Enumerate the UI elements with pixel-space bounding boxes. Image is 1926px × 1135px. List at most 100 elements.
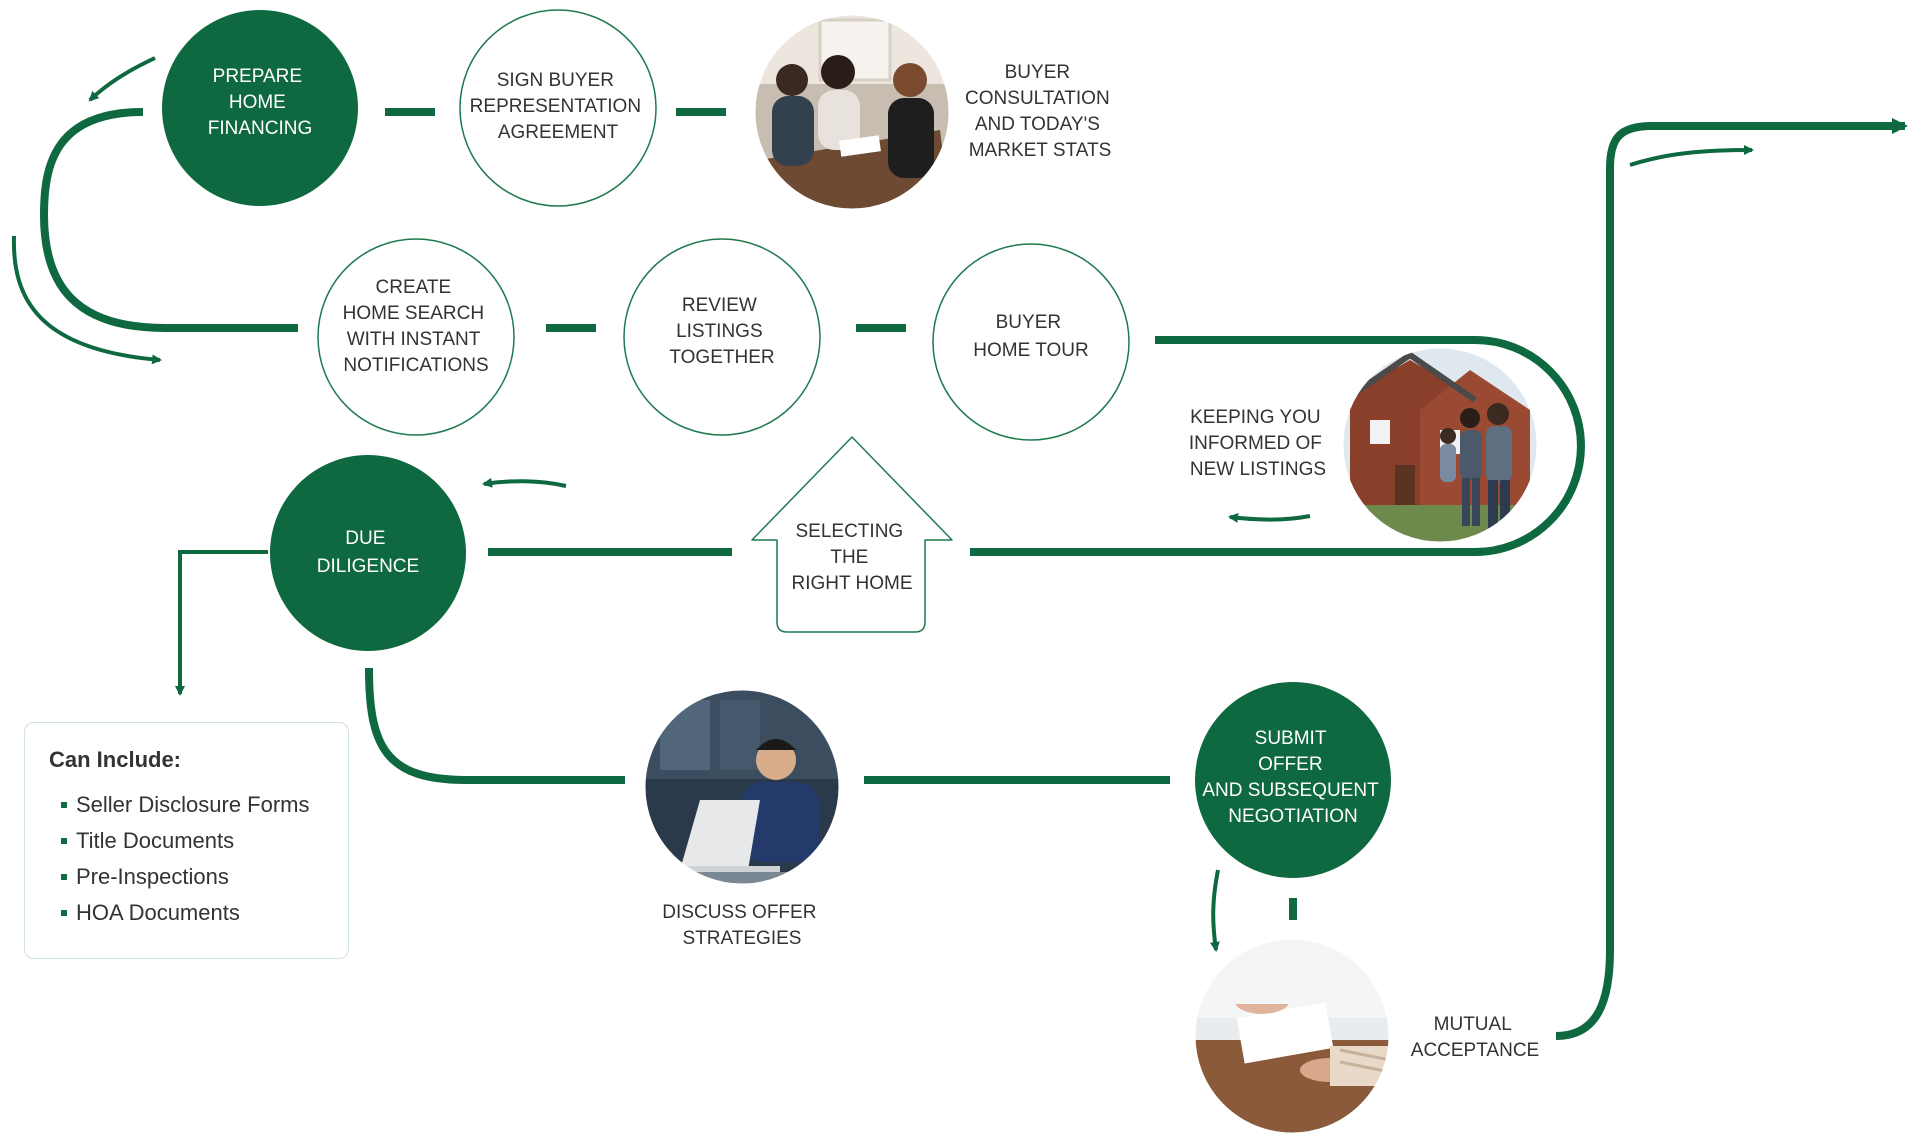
step-label-line: REVIEW — [682, 295, 757, 316]
step-label-line: LISTINGS — [676, 321, 763, 342]
caption-line: NEW LISTINGS — [1190, 459, 1326, 480]
caption-line: BUYER — [1005, 62, 1070, 83]
step-label-line: SIGN BUYER — [497, 70, 614, 91]
step-circle-filled — [162, 10, 358, 206]
svg-text:KEEPING YOU INFORMED OF: KEEPING YOU INFORMED OF NEW LISTINGS — [1189, 407, 1327, 480]
step-label-line: DUE — [345, 528, 385, 549]
people-at-table-photo — [752, 12, 952, 212]
step-label-line: SELECTING — [796, 521, 904, 542]
house-arrow-shape — [751, 436, 953, 633]
connector-tour-loop — [970, 336, 1585, 556]
list-item-label: Pre-Inspections — [76, 864, 229, 889]
step-buyer-home-tour: BUYER HOME TOUR — [932, 243, 1130, 441]
arrow-to-include-box — [175, 550, 268, 696]
step-label-line: REPRESENTATION — [470, 96, 641, 117]
caption-line: INFORMED OF — [1189, 433, 1322, 454]
caption-line: DISCUSS OFFER — [662, 902, 816, 923]
flow-lines — [39, 108, 1908, 1040]
caption-keeping-informed: KEEPING YOU INFORMED OF NEW LISTINGS — [1189, 407, 1327, 480]
step-label-line: PREPARE — [213, 66, 302, 87]
step-label-line: THE — [830, 547, 868, 568]
step-submit-offer: SUBMIT OFFER AND SUBSEQUENT NEGOTIATION — [1195, 682, 1391, 878]
step-label-line: AGREEMENT — [498, 122, 619, 143]
direction-arrows — [11, 56, 1754, 952]
svg-text:DISCUSS OFFER STRATEGIES: DISCUSS OFFER STRATEGIES — [662, 902, 821, 949]
caption-line: MUTUAL — [1434, 1014, 1512, 1035]
can-include-title: Can Include: — [49, 747, 182, 772]
svg-text:SIGN BUYER REPRESENTATIO: SIGN BUYER REPRESENTATION AGREEMENT — [470, 70, 647, 143]
square-bullet-icon — [61, 874, 67, 880]
arrow-right-top — [1629, 145, 1754, 167]
step-label-line: BUYER — [996, 312, 1061, 333]
arrow-submit-down — [1209, 869, 1220, 952]
list-item-label: HOA Documents — [76, 900, 240, 925]
step-circle-outline — [459, 9, 657, 207]
caption-buyer-consultation: BUYER CONSULTATION AND TODAY'S MARKET ST… — [965, 62, 1115, 161]
arrow-curve-left-top — [88, 56, 156, 102]
step-label-line: TOGETHER — [669, 347, 774, 368]
caption-line: AND TODAY'S — [975, 114, 1100, 135]
arrow-due-back — [482, 477, 567, 488]
step-label-line: DILIGENCE — [317, 556, 419, 577]
caption-discuss-offer: DISCUSS OFFER STRATEGIES — [662, 902, 821, 949]
svg-text:REVIEW LISTINGS TO: REVIEW LISTINGS TOGETHER — [669, 295, 774, 368]
caption-line: STRATEGIES — [683, 928, 802, 949]
square-bullet-icon — [61, 802, 67, 808]
svg-text:CREATE HOME SEARCH: CREATE HOME SEARCH WITH INSTANT NOTIFICA… — [343, 277, 490, 376]
step-prepare-financing: PREPARE HOME FINANCING — [162, 10, 358, 206]
connector-due-to-offer — [365, 667, 625, 784]
handshake-at-desk-photo — [1192, 936, 1392, 1135]
step-label-line: RIGHT HOME — [791, 573, 912, 594]
step-sign-representation: SIGN BUYER REPRESENTATION AGREEMENT — [459, 9, 657, 207]
step-review-listings: REVIEW LISTINGS TOGETHER — [623, 238, 821, 436]
step-label-line: CREATE — [376, 277, 452, 298]
step-label-line: HOME SEARCH — [343, 303, 484, 324]
svg-text:BUYER CONSULTATION: BUYER CONSULTATION AND TODAY'S MARKET ST… — [965, 62, 1115, 161]
step-circle-filled — [1195, 682, 1391, 878]
caption-line: KEEPING YOU — [1190, 407, 1321, 428]
can-include-box: Can Include: Seller Disclosure Forms Tit… — [24, 722, 349, 959]
step-circle-outline — [317, 238, 515, 436]
couple-in-front-of-house-photo — [1340, 345, 1540, 545]
caption-line: ACCEPTANCE — [1411, 1040, 1539, 1061]
step-create-home-search: CREATE HOME SEARCH WITH INSTANT NOTIFICA… — [317, 238, 515, 436]
arrow-house-back — [1228, 512, 1311, 523]
caption-line: MARKET STATS — [969, 140, 1112, 161]
svg-text:DUE DILIGENCE: DUE DILIGENCE — [317, 528, 419, 577]
can-include-list: Seller Disclosure Forms Title Documents … — [49, 787, 328, 931]
svg-text:SELECTING THE RIGH: SELECTING THE RIGHT HOME — [791, 521, 912, 594]
square-bullet-icon — [61, 910, 67, 916]
step-label-line: NOTIFICATIONS — [343, 355, 488, 376]
list-item-label: Title Documents — [76, 828, 235, 853]
caption-line: CONSULTATION — [965, 88, 1110, 109]
list-item-label: Seller Disclosure Forms — [76, 792, 310, 817]
step-selecting-right-home: SELECTING THE RIGHT HOME — [751, 436, 953, 633]
svg-text:PREPARE HOME FINAN: PREPARE HOME FINANCING — [208, 66, 313, 139]
square-bullet-icon — [61, 838, 67, 844]
list-item: HOA Documents — [49, 895, 328, 931]
step-label-line: FINANCING — [208, 118, 313, 139]
step-label-line: AND SUBSEQUENT — [1202, 780, 1379, 801]
step-due-diligence: DUE DILIGENCE — [270, 455, 466, 651]
step-label-line: NEGOTIATION — [1228, 806, 1357, 827]
svg-text:SUBMIT OFFER AND S: SUBMIT OFFER AND SUBSEQUENT NEGOTIATION — [1202, 728, 1383, 827]
list-item: Pre-Inspections — [49, 859, 328, 895]
step-label-line: WITH INSTANT — [347, 329, 481, 350]
step-label-line: HOME — [229, 92, 286, 113]
arrow-curve-left-lower — [11, 235, 162, 365]
list-item: Seller Disclosure Forms — [49, 787, 328, 823]
step-label-line: OFFER — [1258, 754, 1322, 775]
svg-text:BUYER HOME TOUR: BUYER HOME TOUR — [973, 312, 1088, 361]
connector-acceptance-up — [1555, 118, 1908, 1040]
step-label-line: SUBMIT — [1255, 728, 1327, 749]
svg-text:MUTUAL ACCEPTANCE: MUTUAL ACCEPTANCE — [1411, 1014, 1539, 1061]
caption-mutual-acceptance: MUTUAL ACCEPTANCE — [1411, 1014, 1539, 1061]
step-circle-outline — [623, 238, 821, 436]
list-item: Title Documents — [49, 823, 328, 859]
man-at-laptop-photo — [642, 687, 842, 887]
step-circle-filled — [270, 455, 466, 651]
step-label-line: HOME TOUR — [973, 340, 1088, 361]
step-circle-outline — [932, 243, 1130, 441]
connector-financing-to-search — [39, 108, 298, 332]
